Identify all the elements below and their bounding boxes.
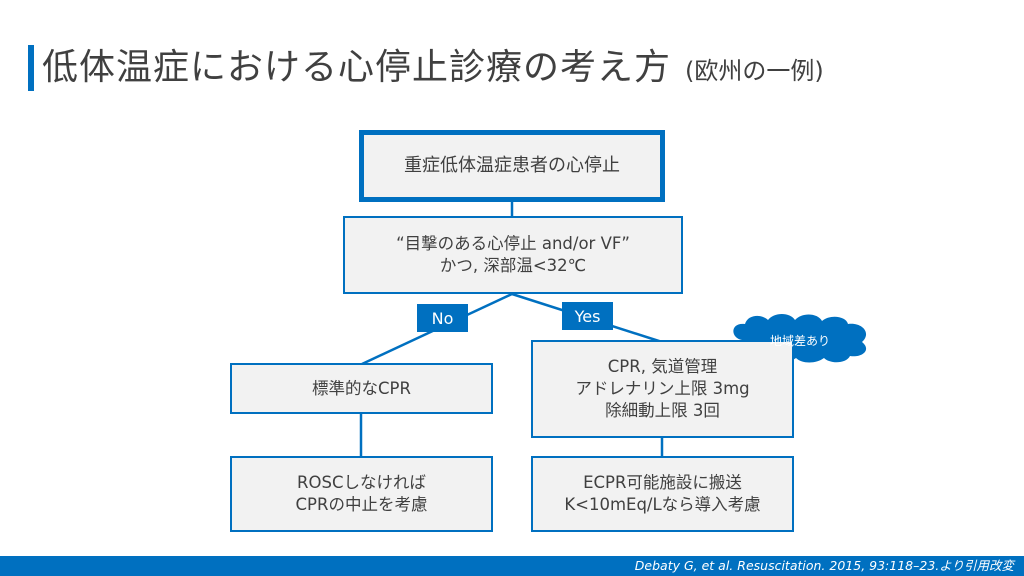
decision-line-2: かつ, 深部温<32℃ — [439, 256, 587, 275]
no-step-2-line-2: CPRの中止を考慮 — [295, 495, 428, 514]
title-main: 低体温症における心停止診療の考え方 — [42, 47, 672, 88]
footer-bar: Debaty G, et al. Resuscitation. 2015, 93… — [0, 556, 1024, 576]
title-sub: (欧州の一例) — [685, 57, 824, 85]
start-text: 重症低体温症患者の心停止 — [404, 155, 620, 176]
yes-step-1-line-1: CPR, 気道管理 — [607, 357, 718, 376]
no-label: No — [417, 304, 468, 332]
decision-line-1: “目撃のある心停止 and/or VF” — [396, 234, 630, 253]
no-step-1-text: 標準的なCPR — [312, 378, 411, 398]
no-step-2-line-1: ROSCしなければ — [297, 473, 426, 492]
footer-citation: Debaty G, et al. Resuscitation. 2015, 93… — [634, 558, 1014, 573]
no-step-2-box: ROSCしなければ CPRの中止を考慮 — [230, 456, 493, 532]
decision-box: “目撃のある心停止 and/or VF” かつ, 深部温<32℃ — [343, 216, 683, 294]
start-box: 重症低体温症患者の心停止 — [359, 130, 665, 202]
yes-label: Yes — [562, 302, 613, 330]
title-accent-bar — [28, 45, 34, 91]
yes-step-1-line-3: 除細動上限 3回 — [605, 401, 720, 420]
page-title: 低体温症における心停止診療の考え方 (欧州の一例) — [42, 40, 824, 96]
yes-step-2-box: ECPR可能施設に搬送 K<10mEq/Lなら導入考慮 — [531, 456, 794, 532]
cloud-note: 地域差あり — [769, 333, 830, 348]
yes-step-2-line-2: K<10mEq/Lなら導入考慮 — [564, 495, 761, 514]
no-step-1-box: 標準的なCPR — [230, 363, 493, 414]
yes-step-1-box: CPR, 気道管理 アドレナリン上限 3mg 除細動上限 3回 — [531, 340, 794, 438]
yes-step-1-line-2: アドレナリン上限 3mg — [575, 379, 750, 398]
yes-step-2-line-1: ECPR可能施設に搬送 — [583, 473, 742, 492]
